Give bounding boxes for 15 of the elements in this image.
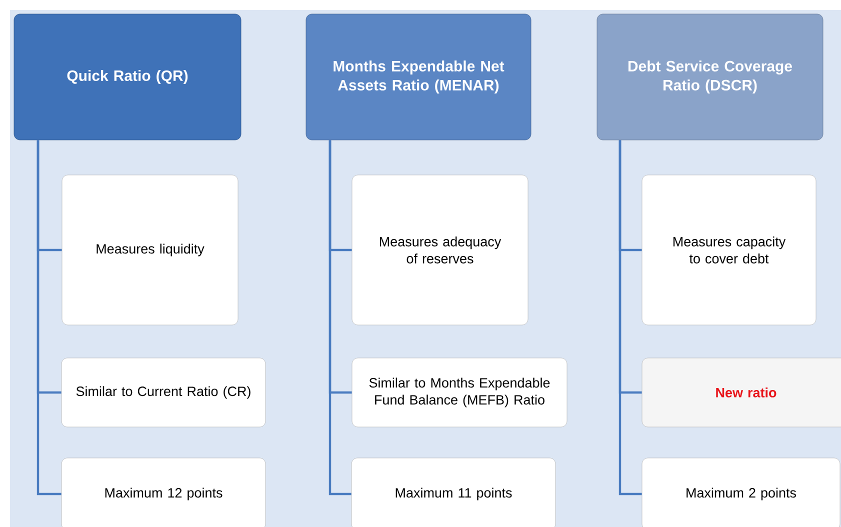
ratio-header-box: Quick Ratio (QR) [14,14,242,140]
connector-line [328,140,352,496]
description-box: Measures liquidity [62,174,238,326]
description-box: Similar to Current Ratio (CR) [61,358,266,428]
description-box: Measures capacity to cover debt [642,174,816,326]
description-box: Maximum 2 points [642,458,840,527]
description-box: Measures adequacy of reserves [352,174,528,326]
ratio-header-box: Debt Service Coverage Ratio (DSCR) [596,14,824,140]
connector-line [618,140,642,496]
description-box: Maximum 12 points [61,458,266,527]
description-box: Similar to Months Expendable Fund Balance (MEFB) Ratio [352,358,568,428]
connector-line [36,140,62,496]
ratio-header-box: Months Expendable Net Assets Ratio (MENAR) [306,14,532,140]
description-box: Maximum 11 points [351,458,556,527]
description-box: New ratio [642,358,841,428]
